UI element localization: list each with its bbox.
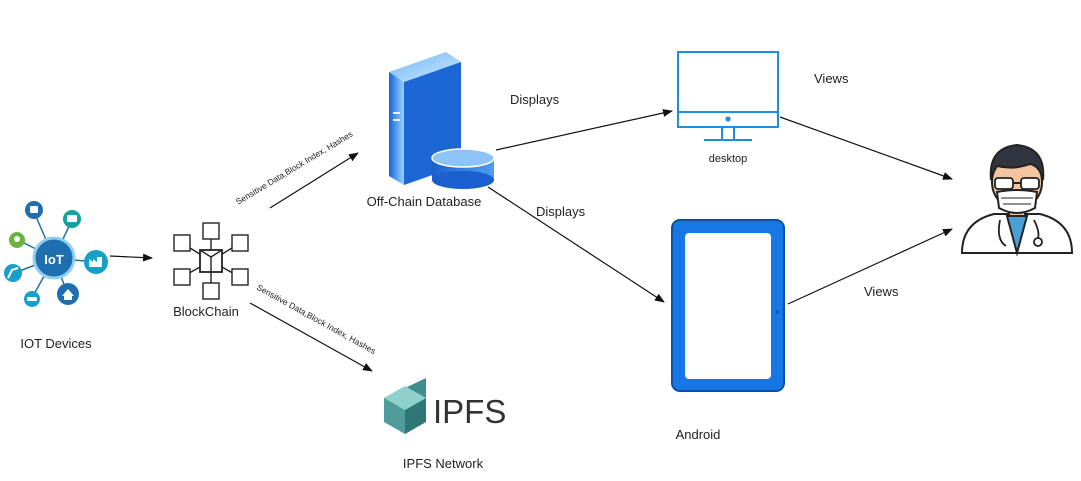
ipfs-cube-icon [384,378,426,434]
edge-android-to-doctor [787,228,953,305]
blockchain-label: BlockChain [173,304,239,319]
offchain-database-label: Off-Chain Database [367,194,482,209]
iot-devices-node: IoT IOT Devices [4,201,108,351]
edge-label-blockchain-to-offchain: Sensitive Data,Block Index, Hashes [234,129,355,207]
ipfs-network-label: IPFS Network [403,456,484,471]
edge-label-offchain-to-desktop: Displays [510,92,560,107]
iot-hub-label: IoT [44,252,64,267]
iot-devices-label: IOT Devices [20,336,92,351]
android-label: Android [676,427,721,442]
blockchain-icon [173,222,249,300]
blockchain-node: BlockChain [173,222,249,319]
desktop-node: desktop [677,51,779,165]
iot-satellites [4,201,108,307]
iot-hub [32,236,76,280]
edge-label-android-to-doctor: Views [864,284,899,299]
offchain-database-node: Off-Chain Database [367,52,495,209]
database-icon [431,148,495,189]
edge-blockchain-to-offchain [269,152,359,209]
edge-label-desktop-to-doctor: Views [814,71,849,86]
tablet-icon [671,219,785,392]
edge-iot-to-blockchain [109,253,153,262]
ipfs-node: IPFS IPFS Network [384,378,506,471]
ipfs-logo-text: IPFS [433,393,506,430]
desktop-label: desktop [709,153,748,165]
edge-label-offchain-to-android: Displays [536,204,586,219]
android-node: Android [671,219,785,442]
doctor-icon [960,143,1074,257]
edge-offchain-to-desktop [495,109,673,151]
edge-desktop-to-doctor [779,116,953,180]
monitor-icon [677,51,779,141]
edge-offchain-to-android [487,186,665,303]
robot-arm-device-icon [4,264,22,282]
edge-blockchain-to-ipfs [249,302,373,372]
edge-label-blockchain-to-ipfs: Sensitive Data,Block Index, Hashes [255,282,378,356]
